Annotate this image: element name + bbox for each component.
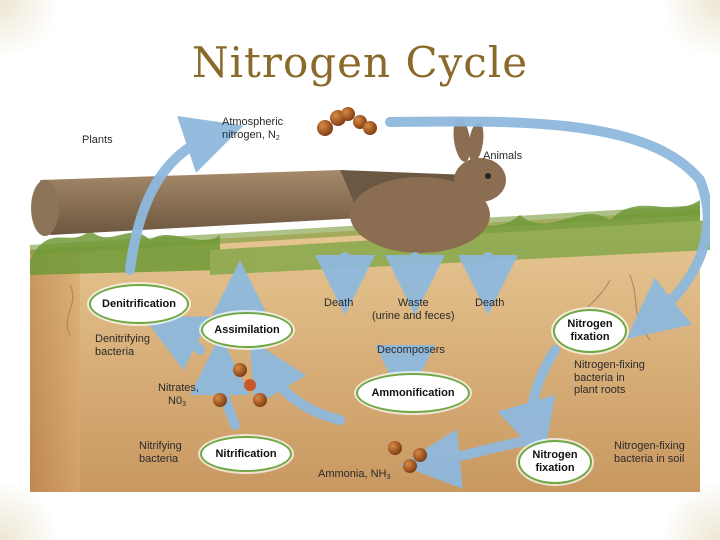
slide-title: Nitrogen Cycle <box>191 38 529 87</box>
rabbit <box>350 118 506 253</box>
nitrates-text: Nitrates, <box>158 382 199 394</box>
nfix-bottom-text-2: fixation <box>535 462 575 474</box>
ammonia-label: Ammonia, NH3 <box>318 468 390 482</box>
cycle-arrows <box>125 116 710 489</box>
nitrogen-cycle-illustration <box>29 107 710 492</box>
nitrogen-fixation-top-pill: Nitrogen fixation <box>553 309 627 353</box>
nfix-soil-text-2: bacteria in soil <box>614 452 685 465</box>
denitrifying-bacteria-text: bacteria <box>95 345 135 358</box>
nfix-soil-text-1: Nitrogen-fixing <box>614 440 685 452</box>
nfix-roots-text-1: Nitrogen-fixing <box>574 359 645 371</box>
nfix-bottom-text-1: Nitrogen <box>532 449 578 462</box>
nitrifying-bacteria-text: bacteria <box>139 452 179 465</box>
denitrification-pill: Denitrification <box>89 284 189 324</box>
molecules <box>213 107 427 473</box>
nfix-roots-text-3: plant roots <box>574 384 626 397</box>
nitrifying-bacteria-label: Nitrifying bacteria <box>139 440 182 465</box>
plants-label: Plants <box>82 134 113 146</box>
nfix-top-text-2: fixation <box>570 331 610 343</box>
nitrates-label: Nitrates, N03 <box>158 382 199 409</box>
nfix-roots-text-2: bacteria in <box>574 371 625 384</box>
nfix-roots-label: Nitrogen-fixing bacteria in plant roots <box>574 359 645 397</box>
nfix-top-text-1: Nitrogen <box>567 318 613 331</box>
atmospheric-nitrogen-label: Atmospheric nitrogen, N2 <box>222 116 283 143</box>
death-right-label: Death <box>475 297 505 309</box>
waste-detail-text: (urine and feces) <box>372 309 455 322</box>
no3-subscript: 3 <box>182 400 186 408</box>
nitrogen-fixation-bottom-pill: Nitrogen fixation <box>518 440 592 484</box>
nfix-soil-label: Nitrogen-fixing bacteria in soil <box>614 440 685 465</box>
nitrogen-subscript: 2 <box>275 134 280 142</box>
denitrifying-bacteria-label: Denitrifying bacteria <box>95 333 150 358</box>
death-left-label: Death <box>324 297 354 309</box>
nitrifying-text: Nitrifying <box>139 440 182 452</box>
nitrification-pill: Nitrification <box>200 436 292 472</box>
animals-label: Animals <box>483 150 523 162</box>
ammonification-pill: Ammonification <box>356 373 470 413</box>
assimilation-pill: Assimilation <box>201 312 293 348</box>
denitrifying-text: Denitrifying <box>95 333 151 345</box>
ammonia-text: Ammonia, NH <box>318 468 387 480</box>
decomposers-label: Decomposers <box>377 344 445 356</box>
nitrogen-text: nitrogen, N <box>222 128 276 141</box>
waste-label: Waste (urine and feces) <box>372 297 455 322</box>
waste-text: Waste <box>397 297 429 309</box>
ammonia-subscript: 3 <box>386 474 391 481</box>
no3-text: N0 <box>168 394 183 407</box>
atmospheric-text: Atmospheric <box>222 116 284 128</box>
